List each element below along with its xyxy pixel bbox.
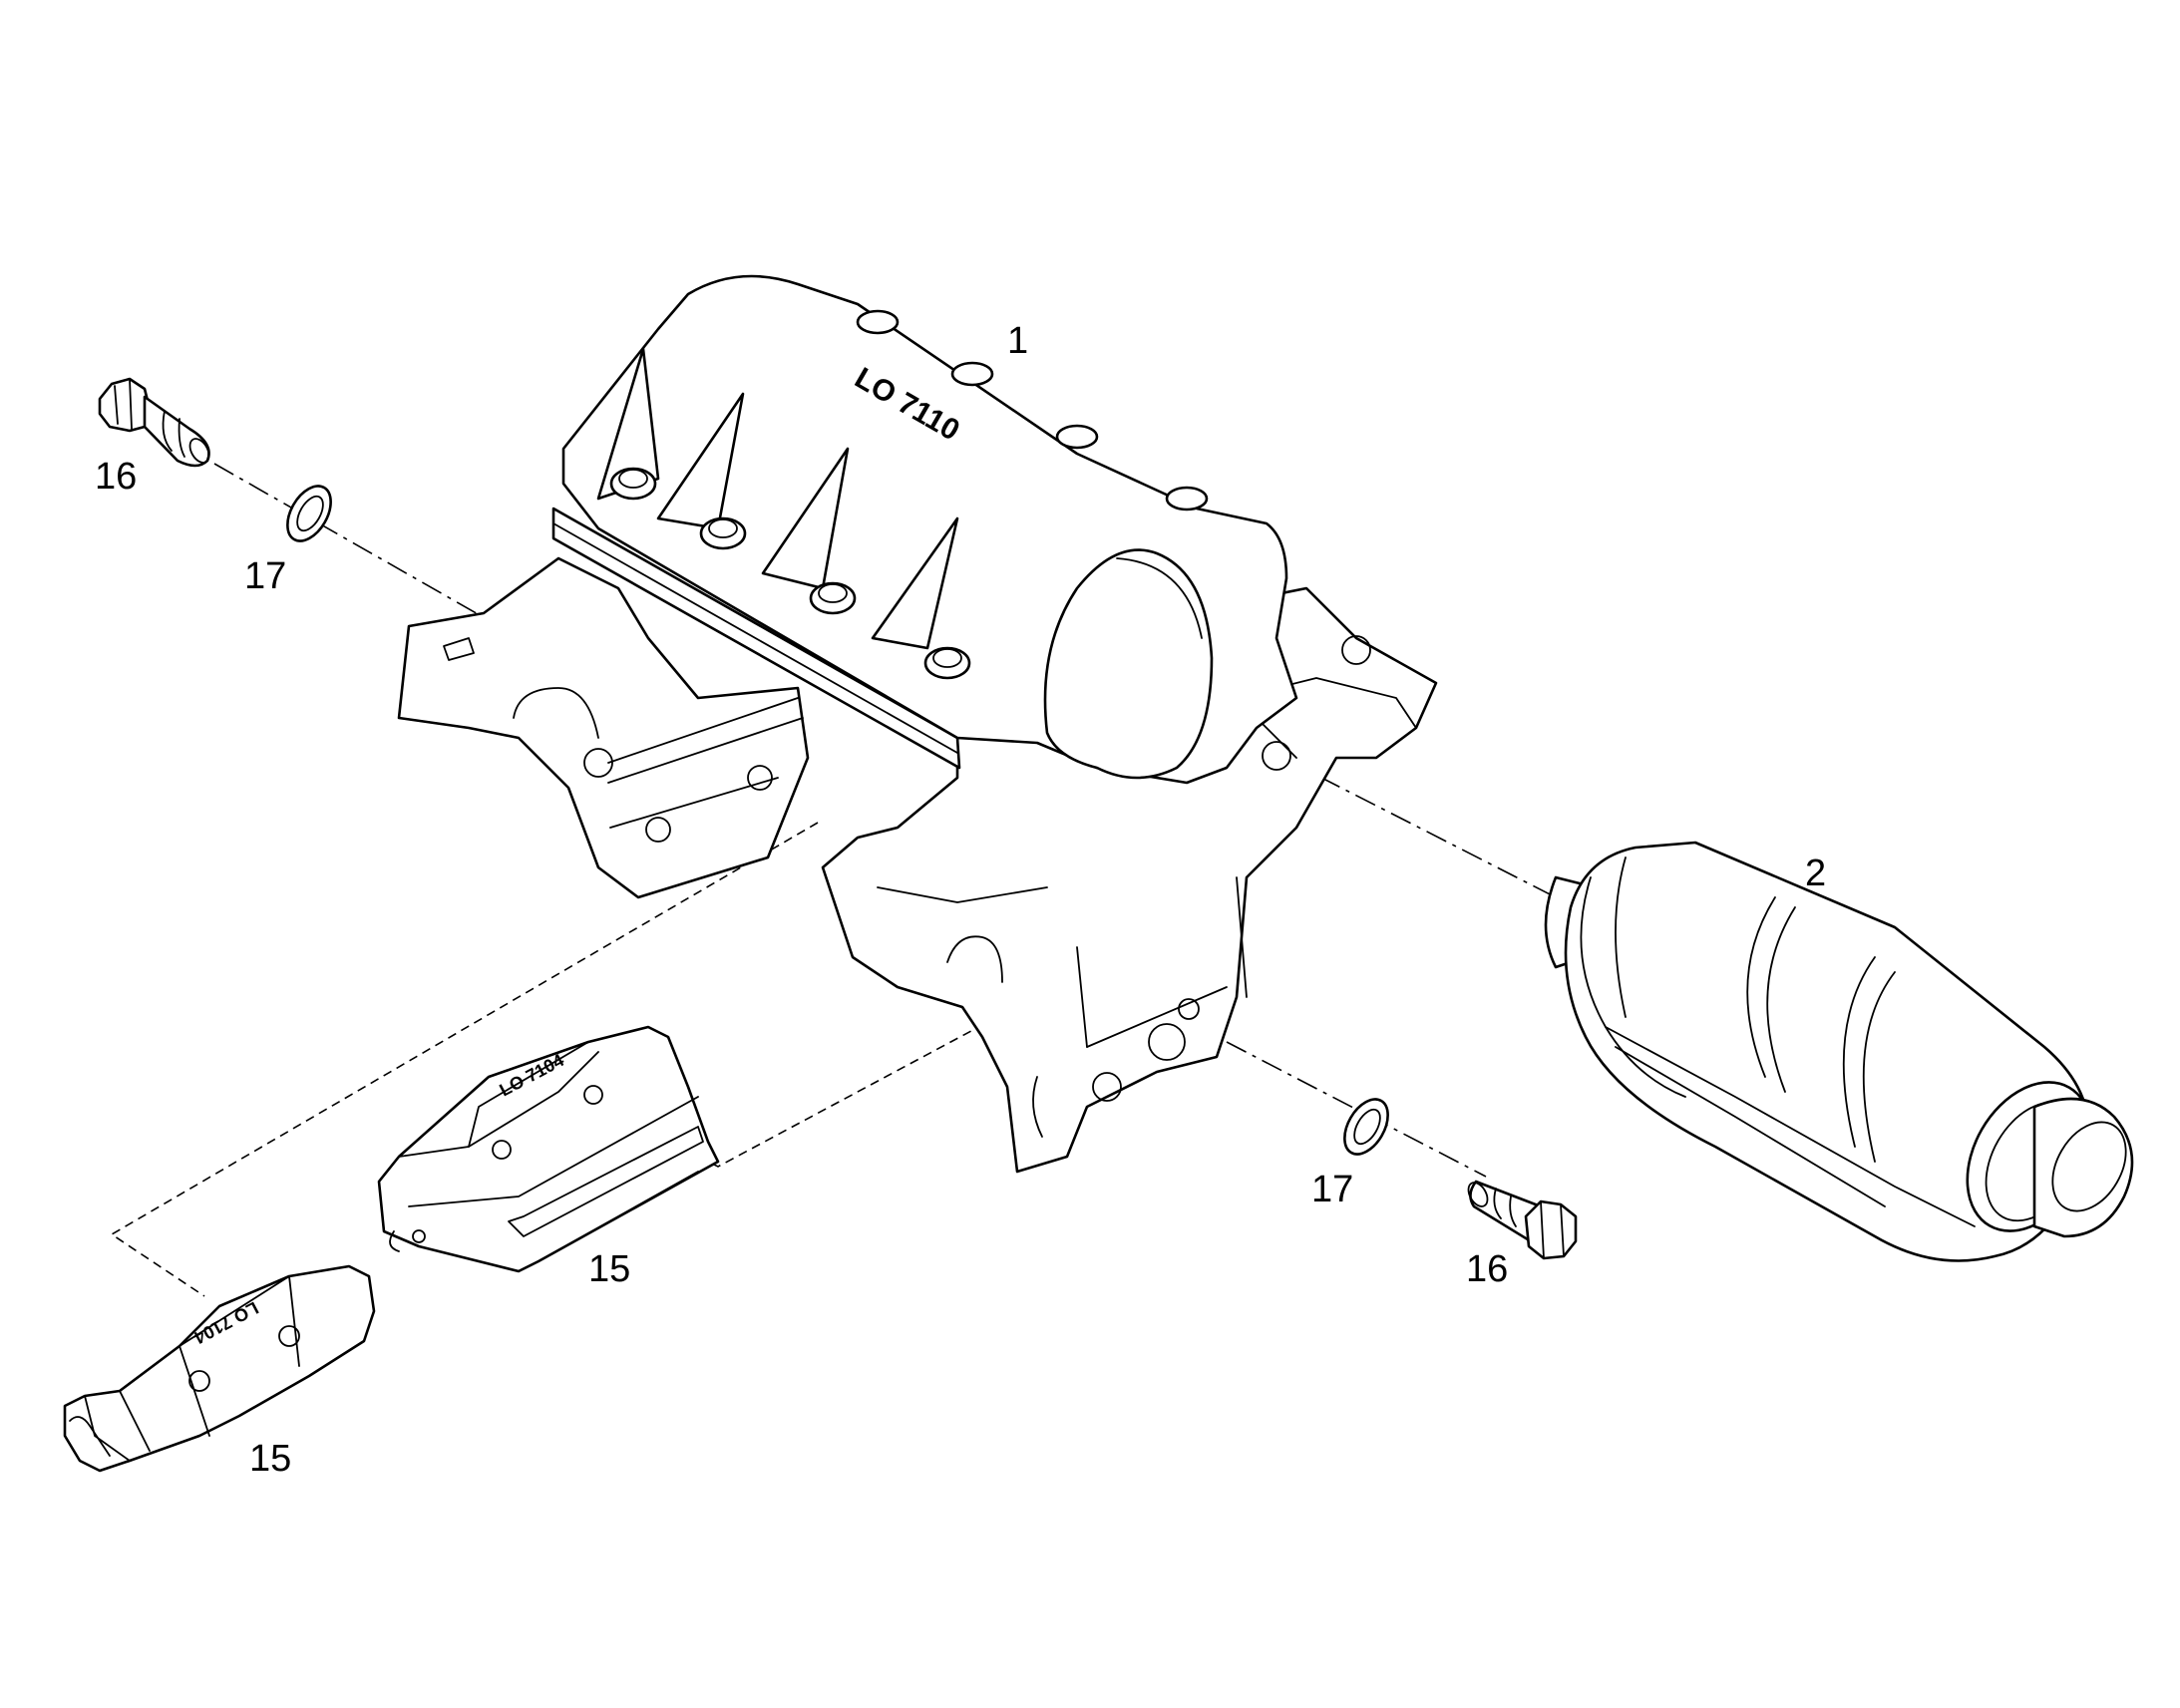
- housing-assembly: LO 7110: [397, 274, 1438, 1174]
- housing-top-bumps: [856, 309, 1209, 512]
- housing-rib-4: [871, 516, 959, 650]
- callout-housing: 1: [1007, 320, 1028, 362]
- housing-left-bracket: [397, 556, 810, 899]
- pad-lower-body: [63, 1264, 376, 1473]
- callout-roller: 2: [1805, 853, 1826, 894]
- washer-upper-outer: [286, 485, 332, 542]
- callout-pad-lower: 15: [249, 1438, 291, 1480]
- leader-pad-lower: [110, 822, 819, 1297]
- washer-lower: [1343, 1098, 1389, 1156]
- washer-upper: [286, 485, 332, 542]
- callout-bolt-lower: 16: [1466, 1248, 1508, 1290]
- callout-pad-middle: 15: [588, 1248, 630, 1290]
- clamp-bolts: [609, 467, 971, 680]
- callout-washer-upper: 17: [244, 555, 286, 597]
- callout-bolt-upper: 16: [95, 456, 137, 498]
- bolt-upper: [98, 377, 210, 468]
- bolt-upper-shank: [143, 395, 210, 468]
- housing-bore: [1043, 548, 1214, 780]
- bolt-lower: [1467, 1180, 1578, 1260]
- bolt-lower-head: [1524, 1199, 1578, 1260]
- leader-bolt-upper: [213, 463, 495, 624]
- pad-middle: LO 7104: [377, 1025, 720, 1273]
- roller-spigot-right: [2032, 1097, 2134, 1238]
- roller-body: [1564, 841, 2090, 1262]
- bolt-upper-head: [98, 377, 152, 433]
- pad-middle-body: [377, 1025, 720, 1273]
- leader-bolt-lower: [1226, 1041, 1487, 1178]
- pad-lower: LO 7104: [63, 1264, 376, 1473]
- housing-rib-3: [761, 447, 850, 590]
- roller-assembly: [1544, 841, 2134, 1262]
- callout-washer-lower: 17: [1311, 1169, 1353, 1210]
- washer-lower-outer: [1343, 1098, 1389, 1156]
- housing-rib-2: [656, 392, 745, 530]
- callout-labels: 1 2 15 15 16 16 17 17: [95, 320, 1826, 1480]
